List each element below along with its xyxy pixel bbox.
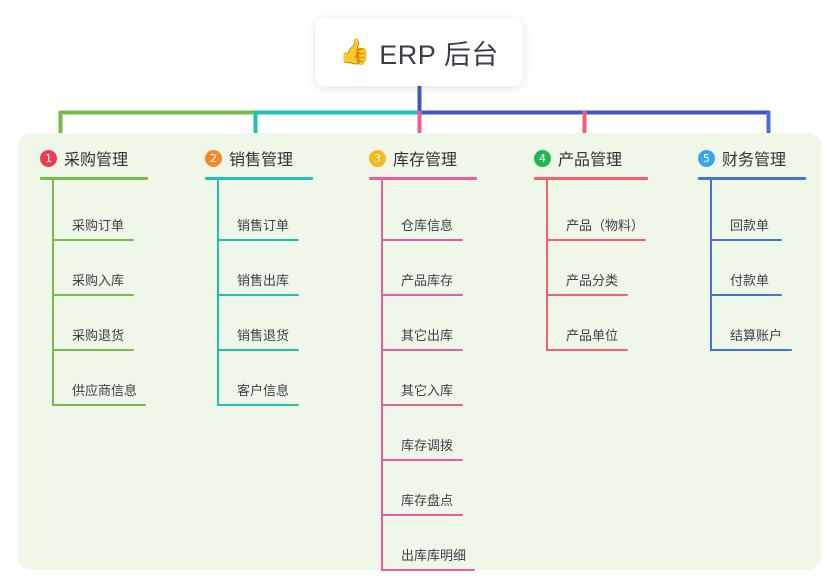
menu-item[interactable]: 供应商信息 [52, 366, 146, 406]
menu-item-label: 供应商信息 [72, 383, 138, 398]
menu-item-label: 销售退货 [237, 328, 290, 343]
module-header-5[interactable]: 5 财务管理 [698, 146, 786, 170]
menu-item-label: 客户信息 [237, 383, 290, 398]
menu-item-label: 产品（物料） [566, 218, 645, 233]
module-spine-3 [381, 180, 383, 571]
root-node-card[interactable]: 👍 ERP 后台 [315, 18, 523, 86]
menu-item[interactable]: 采购入库 [52, 256, 134, 296]
module-spine-5 [710, 180, 712, 351]
module-column-3: 3 库存管理仓库信息产品库存其它出库其它入库库存调拨库存盘点出库库明细 [369, 146, 477, 571]
module-header-4[interactable]: 4 产品管理 [534, 146, 622, 170]
menu-item[interactable]: 结算账户 [710, 311, 792, 351]
menu-item-label: 产品分类 [566, 273, 619, 288]
menu-item-rule [381, 569, 475, 571]
menu-item[interactable]: 产品单位 [546, 311, 628, 351]
module-spine-4 [546, 180, 548, 351]
menu-item[interactable]: 产品（物料） [546, 201, 646, 241]
menu-item-rule [52, 294, 134, 296]
menu-item-label: 采购订单 [72, 218, 125, 233]
module-badge-4: 4 [534, 149, 551, 167]
menu-item-rule [546, 349, 628, 351]
menu-item-label: 销售出库 [237, 273, 290, 288]
menu-item-rule [217, 404, 299, 406]
menu-item-rule [217, 349, 299, 351]
root-node-title: ERP 后台 [379, 39, 499, 70]
module-column-5: 5 财务管理回款单付款单结算账户 [698, 146, 806, 351]
modules-panel [18, 133, 821, 570]
menu-item-rule [381, 349, 463, 351]
menu-item-label: 其它出库 [401, 328, 454, 343]
menu-item-label: 付款单 [730, 273, 770, 288]
module-spine-2 [217, 180, 219, 406]
menu-item[interactable]: 回款单 [710, 201, 782, 241]
menu-item[interactable]: 销售退货 [217, 311, 299, 351]
menu-item-rule [381, 459, 463, 461]
menu-item-label: 库存盘点 [401, 493, 454, 508]
module-header-1[interactable]: 1 采购管理 [40, 146, 128, 170]
menu-item[interactable]: 库存调拨 [381, 421, 463, 461]
menu-item-rule [381, 239, 463, 241]
module-header-rule-2 [205, 177, 313, 180]
menu-item-label: 销售订单 [237, 218, 290, 233]
module-header-2[interactable]: 2 销售管理 [205, 146, 293, 170]
menu-item[interactable]: 客户信息 [217, 366, 299, 406]
menu-item-rule [217, 294, 299, 296]
menu-item-rule [710, 349, 792, 351]
menu-item-rule [546, 239, 646, 241]
root-node-inner: 👍 ERP 后台 [339, 33, 499, 72]
module-column-4: 4 产品管理产品（物料） 产品分类产品单位 [534, 146, 648, 351]
menu-item-label: 回款单 [730, 218, 770, 233]
module-header-rule-4 [534, 177, 648, 180]
menu-item[interactable]: 产品分类 [546, 256, 628, 296]
thumbs-up-icon: 👍 [339, 37, 371, 66]
module-header-rule-5 [698, 177, 806, 180]
module-column-2: 2 销售管理销售订单销售出库销售退货客户信息 [205, 146, 313, 406]
menu-item-label: 库存调拨 [401, 438, 454, 453]
module-title-4: 产品管理 [558, 152, 623, 169]
menu-item[interactable]: 其它出库 [381, 311, 463, 351]
module-title-1: 采购管理 [64, 152, 129, 169]
module-title-3: 库存管理 [393, 152, 458, 169]
menu-item-rule [710, 239, 782, 241]
menu-item[interactable]: 库存盘点 [381, 476, 463, 516]
module-header-rule-3 [369, 177, 477, 180]
menu-item-rule [546, 294, 628, 296]
menu-item-label: 仓库信息 [401, 218, 454, 233]
menu-item-label: 采购入库 [72, 273, 125, 288]
module-spine-1 [52, 180, 54, 406]
menu-item[interactable]: 采购订单 [52, 201, 134, 241]
menu-item-label: 产品单位 [566, 328, 619, 343]
menu-item[interactable]: 产品库存 [381, 256, 463, 296]
menu-item-rule [217, 239, 299, 241]
menu-item-label: 采购退货 [72, 328, 125, 343]
menu-item[interactable]: 采购退货 [52, 311, 134, 351]
menu-item[interactable]: 销售出库 [217, 256, 299, 296]
module-badge-1: 1 [40, 149, 57, 167]
menu-item-label: 出库库明细 [401, 548, 467, 563]
menu-item-label: 结算账户 [730, 328, 783, 343]
menu-item-rule [381, 514, 463, 516]
menu-item-rule [52, 239, 134, 241]
menu-item-rule [52, 404, 146, 406]
menu-item-rule [381, 294, 463, 296]
menu-item[interactable]: 销售订单 [217, 201, 299, 241]
module-column-1: 1 采购管理采购订单采购入库采购退货供应商信息 [40, 146, 148, 406]
module-title-5: 财务管理 [722, 152, 787, 169]
module-badge-3: 3 [369, 149, 386, 167]
module-title-2: 销售管理 [229, 152, 294, 169]
menu-item[interactable]: 付款单 [710, 256, 782, 296]
module-badge-2: 2 [205, 149, 222, 167]
menu-item-rule [710, 294, 782, 296]
menu-item-label: 产品库存 [401, 273, 454, 288]
menu-item[interactable]: 其它入库 [381, 366, 463, 406]
module-header-3[interactable]: 3 库存管理 [369, 146, 457, 170]
menu-item[interactable]: 仓库信息 [381, 201, 463, 241]
menu-item[interactable]: 出库库明细 [381, 531, 475, 571]
menu-item-rule [52, 349, 134, 351]
module-badge-5: 5 [698, 149, 715, 167]
menu-item-label: 其它入库 [401, 383, 454, 398]
menu-item-rule [381, 404, 463, 406]
module-header-rule-1 [40, 177, 148, 180]
